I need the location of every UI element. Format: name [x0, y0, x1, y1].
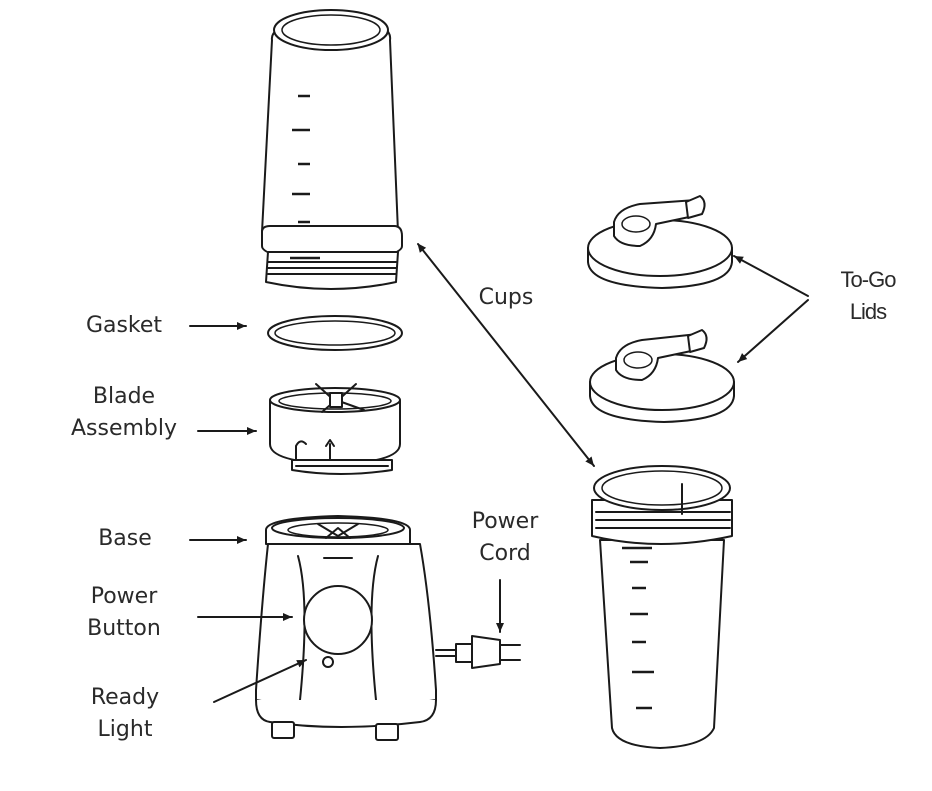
power-button-label: Power Button [74, 581, 174, 645]
base-label-text: Base [98, 526, 152, 551]
cup-top [261, 9, 403, 290]
ready-light-arrow [213, 659, 307, 703]
base-label: Base [90, 523, 160, 555]
to-go-lids-label-line2: Lids [849, 299, 887, 324]
to-go-lid-2 [589, 329, 735, 423]
blade-assembly [269, 383, 401, 475]
callout-arrows [189, 243, 809, 703]
to-go-lids-label: To-Go Lids [826, 264, 910, 328]
blade-assembly-label-line1: Blade [92, 384, 156, 409]
ready-light-label-line2: Light [97, 717, 153, 742]
gasket-ring [267, 315, 403, 351]
power-button-label-line2: Button [87, 616, 161, 641]
blade-assembly-label-line2: Assembly [70, 416, 178, 441]
blade-assembly-label: Blade Assembly [62, 381, 186, 445]
power-cord-label: Power Cord [460, 506, 550, 570]
power-cord-label-line2: Cord [479, 541, 531, 566]
power-cord-label-line1: Power [471, 509, 539, 534]
to-go-lid-1 [587, 195, 733, 289]
to-go-lid-arrow-1 [733, 255, 809, 297]
cups-label: Cups [466, 282, 546, 314]
gasket-label: Gasket [78, 310, 170, 342]
cups-label-text: Cups [478, 285, 534, 310]
to-go-lids-label-line1: To-Go [840, 267, 897, 292]
ready-light-label-line1: Ready [90, 685, 160, 710]
blender-base [255, 515, 437, 741]
cups-arrow [417, 243, 595, 467]
power-button-label-line1: Power [90, 584, 158, 609]
gasket-label-text: Gasket [85, 313, 163, 338]
cup-bottom-right [591, 465, 733, 749]
power-cord-plug [435, 635, 521, 669]
ready-light-label: Ready Light [80, 682, 170, 746]
to-go-lid-arrow-2 [737, 299, 809, 363]
